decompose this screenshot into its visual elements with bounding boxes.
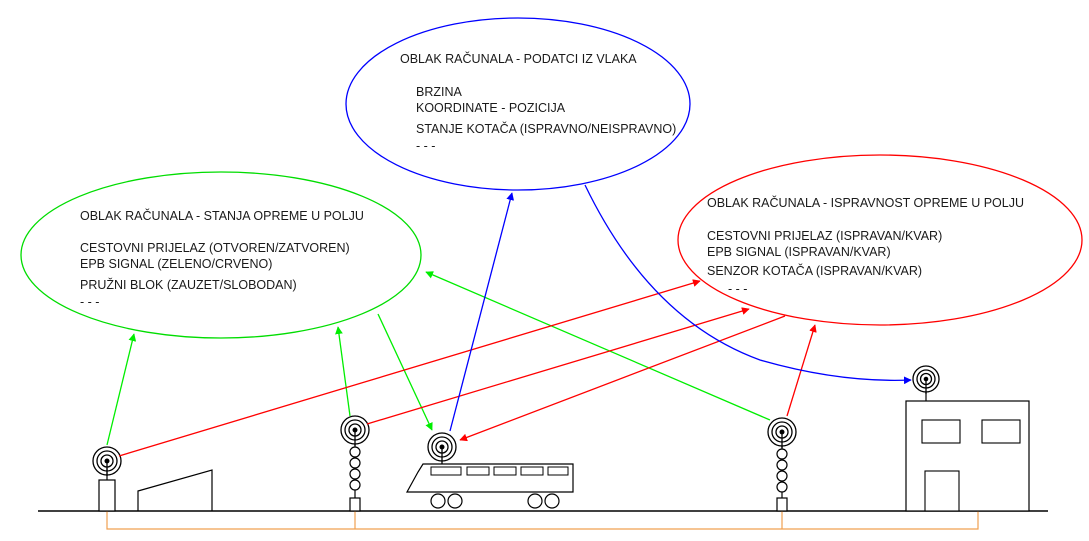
epb-signal-2 <box>767 417 797 512</box>
antenna-icon <box>767 417 797 448</box>
cloud-train-title: OBLAK RAČUNALA - PODATCI IZ VLAKA <box>400 51 637 66</box>
cloud-field-line-4: - - - <box>80 295 99 309</box>
blue-arrows <box>449 184 912 432</box>
cloud-equipment-line-2: EPB SIGNAL (ISPRAVAN/KVAR) <box>707 245 891 259</box>
cloud-equipment-title: OBLAK RAČUNALA - ISPRAVNOST OPREME U POL… <box>707 195 1024 210</box>
building-icon <box>905 365 1030 512</box>
cloud-train-line-4: - - - <box>416 139 435 153</box>
cloud-equipment-health: OBLAK RAČUNALA - ISPRAVNOST OPREME U POL… <box>677 154 1083 326</box>
cloud-field-line-1: CESTOVNI PRIJELAZ (OTVOREN/ZATVOREN) <box>80 241 350 255</box>
cloud-field-state: OBLAK RAČUNALA - STANJA OPREME U POLJU C… <box>20 171 422 339</box>
cloud-field-line-2: EPB SIGNAL (ZELENO/CRVENO) <box>80 257 272 271</box>
cloud-train-data: OBLAK RAČUNALA - PODATCI IZ VLAKA BRZINA… <box>345 17 691 191</box>
arrow-signal1-to-field-cloud <box>335 326 351 417</box>
antenna-icon <box>340 415 370 446</box>
antenna-icon <box>912 365 940 394</box>
arrow-signal2-to-field-cloud <box>425 271 771 421</box>
arrow-crossing-to-health-cloud <box>118 279 701 457</box>
cloud-train-line-3: STANJE KOTAČA (ISPRAVNO/NEISPRAVNO) <box>416 121 676 136</box>
cloud-train-line-2: KOORDINATE - POZICIJA <box>416 101 566 115</box>
level-crossing-equipment <box>92 446 213 512</box>
cloud-equipment-line-3: SENZOR KOTAČA (ISPRAVAN/KVAR) <box>707 263 922 278</box>
cloud-equipment-line-4: - - - <box>728 282 747 296</box>
cable-line <box>106 511 979 530</box>
level-crossing-cabinet <box>98 479 116 512</box>
arrow-train-to-train-cloud <box>449 192 515 432</box>
arrow-crossing-to-field-cloud <box>106 333 137 446</box>
arrow-field-cloud-to-train <box>377 313 433 431</box>
barrier-shelter-icon <box>137 469 213 511</box>
cloud-equipment-line-1: CESTOVNI PRIJELAZ (ISPRAVAN/KVAR) <box>707 229 942 243</box>
red-arrows <box>118 279 817 457</box>
cloud-equipment-outline <box>677 154 1083 326</box>
antenna-icon <box>427 432 457 464</box>
epb-signal-1 <box>340 415 370 512</box>
arrow-health-cloud-to-train <box>459 315 786 442</box>
antenna-icon <box>92 446 122 476</box>
cloud-field-line-3: PRUŽNI BLOK (ZAUZET/SLOBODAN) <box>80 277 297 292</box>
train-icon <box>405 432 574 509</box>
arrow-train-cloud-to-building <box>584 184 912 385</box>
cloud-train-line-1: BRZINA <box>416 85 463 99</box>
arrow-signal1-to-health-cloud <box>366 307 750 425</box>
cloud-field-title: OBLAK RAČUNALA - STANJA OPREME U POLJU <box>80 208 364 223</box>
green-arrows <box>106 271 771 446</box>
cloud-field-outline <box>20 171 422 339</box>
cloud-train-outline <box>345 17 691 191</box>
